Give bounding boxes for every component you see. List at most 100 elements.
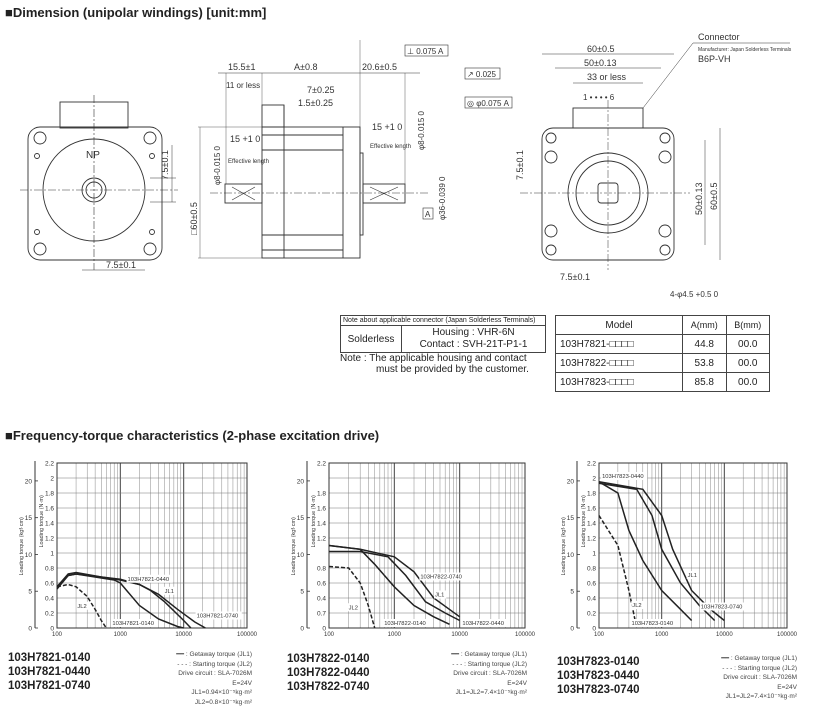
legend-entry: JL1=0.94×10⁻⁵kg·m² <box>191 689 252 696</box>
y-tick-label: 2.2 <box>45 461 54 468</box>
y-tick-label: 0.4 <box>587 596 596 603</box>
dim-rear-shaft-dia: φ8-0.015 0 <box>213 145 222 185</box>
y2-axis-label: Loading torque (kgf·cm) <box>19 517 25 576</box>
legend-entry: Drive circuit : SLA-7026M <box>723 674 797 681</box>
effective-length-label: Effective length <box>228 159 269 165</box>
y2-axis-label: Loading torque (kgf·cm) <box>561 517 567 576</box>
rear-width-connector: 33 or less <box>587 72 627 82</box>
chart3-models: 103H7823-0140 103H7823-0440 103H7823-074… <box>557 655 640 697</box>
dim-flange: 1.5±0.25 <box>298 98 333 108</box>
torque-chart-103h7822: 00.70.40.60.81.21.41.61.82.205101520Load… <box>291 461 536 639</box>
chart-annotation: 103H7823-0140 <box>631 621 673 627</box>
series-line-103h7823-0140 <box>598 481 693 622</box>
model-cell: 103H7821-□□□□ <box>555 334 683 354</box>
torque-section-title: ■Frequency-torque characteristics (2-pha… <box>5 428 380 443</box>
x-tick-label: 1000 <box>655 632 669 638</box>
y2-tick-label: 5 <box>570 589 574 596</box>
dimension-section-title: ■Dimension (unipolar windings) [unit:mm] <box>5 5 267 20</box>
rear-shaft <box>224 183 263 204</box>
dim-body-length: A±0.8 <box>294 62 317 72</box>
b-cell: 00.0 <box>725 372 770 392</box>
y2-tick-label: 5 <box>300 589 304 596</box>
model-name: 103H7822-0440 <box>287 667 370 679</box>
y-axis-label: Loading torque (N·m) <box>39 495 45 547</box>
annotation-background <box>699 602 746 611</box>
connector-note-line1: Note : The applicable housing and contac… <box>340 353 527 364</box>
x-tick-label: 10000 <box>451 632 468 638</box>
annotation-background <box>419 572 466 581</box>
b-header: B(mm) <box>725 315 770 335</box>
y2-axis-label: Loading torque (kgf·cm) <box>291 517 297 576</box>
annotation-background <box>631 601 644 609</box>
y-tick-label: 0.6 <box>587 581 596 588</box>
model-name: 103H7822-0740 <box>287 681 370 693</box>
y-tick-label: 1.6 <box>45 506 54 513</box>
y-tick-label: 0.8 <box>45 566 54 573</box>
legend-entry: ━━ : Getaway torque (JL1) <box>451 651 527 658</box>
y-tick-label: 1.2 <box>587 536 596 543</box>
b-cell: 00.0 <box>725 334 770 354</box>
connector-manufacturer: Manufacturer: Japan Solderless Terminals <box>698 47 792 53</box>
y2-tick-label: 0 <box>300 626 304 633</box>
chart-annotation: JL2 <box>349 605 358 611</box>
chart-annotation: 103H7823-0440 <box>602 474 644 480</box>
annotation-background <box>163 586 176 595</box>
y-tick-label: 0 <box>50 626 54 633</box>
y2-tick-label: 15 <box>25 515 33 522</box>
dim-square: □60±0.5 <box>189 202 199 235</box>
legend-entry: JL1=JL2=7.4×10⁻⁵kg·m² <box>725 693 797 700</box>
series-line-103h7823-0440 <box>598 482 716 622</box>
chart-annotation: 103H7821-0440 <box>128 577 170 583</box>
series-line-103h7822-0440 <box>329 550 461 622</box>
y2-tick-label: 10 <box>25 552 33 559</box>
mounting-holes: 4-φ4.5 +0.5 0 <box>670 290 719 299</box>
model-name: 103H7822-0140 <box>287 653 370 665</box>
nameplate-label: NP <box>86 150 100 161</box>
annotation-background <box>686 571 699 579</box>
effective-length-label: Effective length <box>370 144 411 150</box>
y-tick-label: 0.6 <box>317 581 326 588</box>
y-tick-label: 1.6 <box>587 506 596 513</box>
x-tick-label: 10000 <box>716 632 733 638</box>
y-tick-label: 1.2 <box>317 536 326 543</box>
dim-front-effective: 15 +1 0 <box>372 122 402 132</box>
x-tick-label: 1000 <box>388 632 402 638</box>
connector-type: Solderless <box>340 325 402 353</box>
y-tick-label: 1.2 <box>45 536 54 543</box>
y-tick-label: 0.4 <box>45 596 54 603</box>
y-tick-label: 0.8 <box>317 566 326 573</box>
front-flange-outline <box>27 126 163 261</box>
y-axis-label: Loading torque (N·m) <box>581 495 587 547</box>
front-view: NP 7.5±0.1 7.5±0.1 <box>20 95 178 271</box>
y-tick-label: 0 <box>322 626 326 633</box>
concentricity-tolerance: ◎ φ0.075 A <box>467 99 510 108</box>
chart-annotation: 103H7822-0740 <box>420 575 462 581</box>
model-name: 103H7821-0740 <box>8 680 91 692</box>
annotation-background <box>601 472 648 480</box>
series-line-starting-torque <box>56 583 107 629</box>
chart-annotation: 103H7821-0140 <box>112 621 154 627</box>
rear-height-outer: 60±0.5 <box>709 183 719 210</box>
dim-shaft-length: 20.6±0.5 <box>362 62 397 72</box>
legend-entry: ━━ : Getaway torque (JL1) <box>721 655 797 662</box>
rear-width-outer: 60±0.5 <box>587 44 614 54</box>
dim-rear-effective: 15 +1 0 <box>230 134 260 144</box>
y-tick-label: 0 <box>592 626 596 633</box>
y-tick-label: 2.2 <box>587 461 596 468</box>
annotation-background <box>76 601 89 610</box>
legend-entry: E=24V <box>507 679 527 687</box>
legend-entry: - - - : Starting torque (JL2) <box>452 660 527 668</box>
annotation-background <box>347 603 360 612</box>
chart-annotation: JL2 <box>77 604 86 610</box>
connector-table-header: Note about applicable connector (Japan S… <box>340 315 546 326</box>
chart1-models: 103H7821-0140 103H7821-0440 103H7821-074… <box>8 651 91 693</box>
legend-entry: - - - : Starting torque (JL2) <box>177 660 252 668</box>
annotation-background <box>111 619 158 627</box>
legend-entry: Drive circuit : SLA-7026M <box>178 670 252 677</box>
y2-tick-label: 20 <box>25 478 33 485</box>
rear-height-holes: 50±0.13 <box>694 183 704 215</box>
model-name: 103H7823-0740 <box>557 684 640 696</box>
